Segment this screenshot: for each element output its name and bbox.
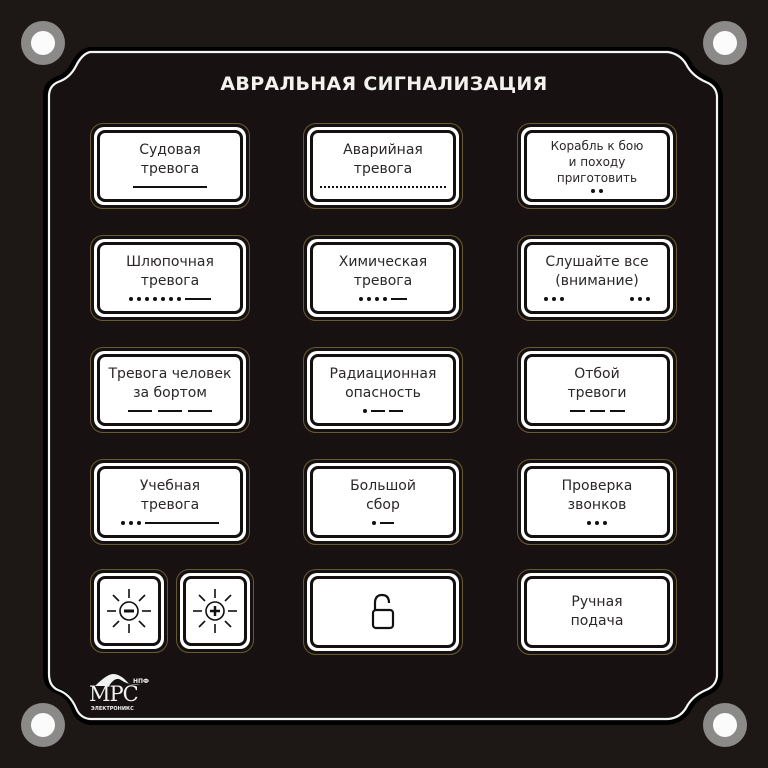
button-ruchnaya-podacha[interactable]: Ручная подача — [517, 569, 677, 655]
button-label-line3: приготовить — [556, 170, 638, 185]
brightness-down-button[interactable] — [90, 569, 168, 653]
button-label-line1: Проверка — [561, 478, 633, 494]
logo-mrs: МРС — [89, 682, 139, 706]
button-label-line1: Судовая — [139, 142, 201, 158]
screw-bottom-left — [21, 703, 65, 747]
button-label-line1: Тревога человек — [108, 366, 232, 382]
button-label-line2: (внимание) — [555, 273, 639, 289]
button-label-line2: сбор — [366, 497, 400, 513]
button-label-line2: подача — [570, 613, 624, 629]
button-label-line1: Химическая — [338, 254, 428, 270]
button-proverka-zvonkov[interactable]: Проверка звонков — [517, 459, 677, 545]
wave-logo-icon — [95, 674, 141, 686]
button-label-line1: Радиационная — [329, 366, 437, 382]
button-shlyupochnaya-trevoga[interactable]: Шлюпочная тревога — [90, 235, 250, 321]
button-label-line2: опасность — [345, 385, 421, 401]
signal-pattern — [544, 295, 650, 303]
button-label-line1: Учебная — [139, 478, 201, 494]
button-label-line1: Ручная — [571, 594, 623, 610]
button-label-line2: за бортом — [133, 385, 207, 401]
button-avariynaya-trevoga[interactable]: Аварийная тревога — [303, 123, 463, 209]
signal-pattern — [372, 519, 394, 527]
button-label-line1: Слушайте все — [545, 254, 649, 270]
signal-pattern — [133, 183, 207, 191]
button-label-line2: звонков — [567, 497, 627, 513]
button-label-line2: тревога — [140, 161, 200, 177]
signal-pattern — [128, 407, 212, 415]
button-bolshoy-sbor[interactable]: Большой сбор — [303, 459, 463, 545]
button-label-line2: и походу — [568, 154, 626, 169]
button-label-line2: тревога — [353, 273, 413, 289]
button-khimicheskaya-trevoga[interactable]: Химическая тревога — [303, 235, 463, 321]
signal-pattern — [121, 519, 219, 527]
button-label-line1: Шлюпочная — [126, 254, 214, 270]
button-label-line2: тревоги — [567, 385, 627, 401]
button-label-line2: тревога — [140, 273, 200, 289]
button-chelovek-za-bortom[interactable]: Тревога человек за бортом — [90, 347, 250, 433]
logo-electronics: ЭЛЕКТРОНИКС — [91, 706, 134, 712]
button-uchebnaya-trevoga[interactable]: Учебная тревога — [90, 459, 250, 545]
button-otboy-trevogi[interactable]: Отбой тревоги — [517, 347, 677, 433]
sun-minus-icon — [107, 589, 151, 633]
button-label-line1: Большой — [350, 478, 416, 494]
unlock-button[interactable] — [303, 569, 463, 655]
signal-pattern — [320, 183, 446, 191]
button-label-line1: Отбой — [574, 366, 620, 382]
signal-pattern — [363, 407, 403, 415]
signal-pattern — [129, 295, 211, 303]
screw-top-right — [703, 21, 747, 65]
button-radiatsionnaya-opasnost[interactable]: Радиационная опасность — [303, 347, 463, 433]
button-label-line2: тревога — [353, 161, 413, 177]
screw-top-left — [21, 21, 65, 65]
signal-pattern — [591, 187, 603, 195]
screw-bottom-right — [703, 703, 747, 747]
button-label-line1: Аварийная — [343, 142, 423, 158]
signal-pattern — [359, 295, 407, 303]
button-label-line2: тревога — [140, 497, 200, 513]
button-slushayte-vse[interactable]: Слушайте все (внимание) — [517, 235, 677, 321]
button-label-line1: Корабль к бою — [550, 138, 644, 153]
signal-pattern — [587, 519, 607, 527]
sun-plus-icon — [193, 589, 237, 633]
brightness-up-button[interactable] — [176, 569, 254, 653]
signal-pattern — [569, 407, 625, 415]
panel-title: АВРАЛЬНАЯ СИГНАЛИЗАЦИЯ — [220, 73, 548, 95]
button-korabl-k-boyu[interactable]: Корабль к бою и походу приготовить — [517, 123, 677, 209]
logo-npf: НПФ — [133, 678, 149, 685]
unlocked-padlock-icon — [371, 593, 395, 630]
button-sudovaya-trevoga[interactable]: Судовая тревога — [90, 123, 250, 209]
